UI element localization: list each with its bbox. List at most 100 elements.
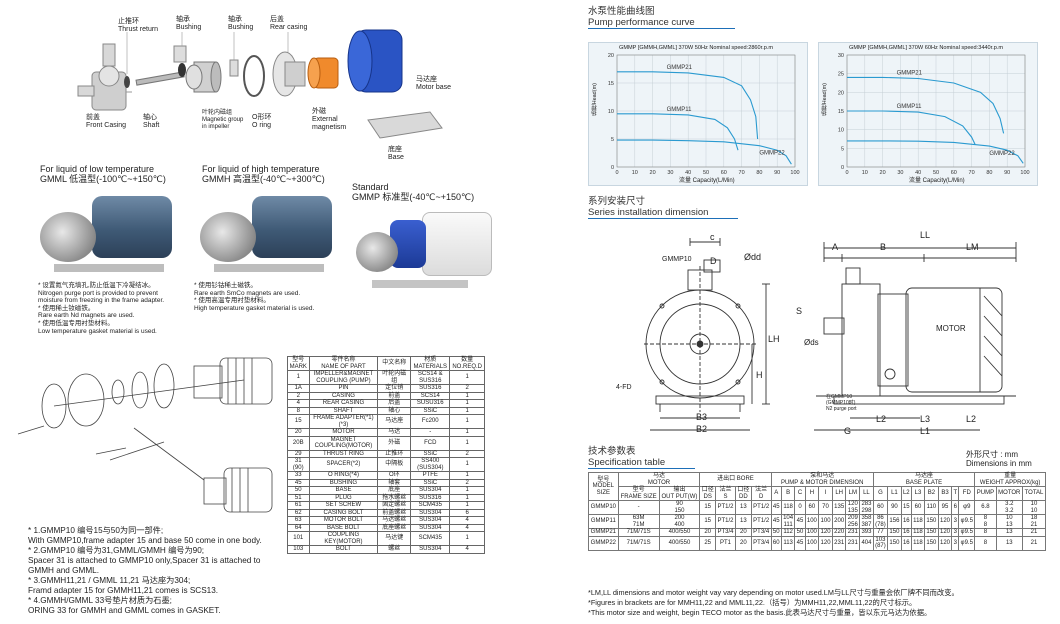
spec-cell: 135 [831, 500, 847, 515]
dim-label-ds: Øds [804, 338, 819, 347]
parts-cell-cn: 马达座 [377, 414, 412, 429]
spec-cell: 25 [699, 535, 717, 551]
parts-cell-name: COUPLING KEY(MOTOR) [308, 531, 379, 546]
spec-cell: 6.8 [974, 500, 997, 515]
parts-cell-qty: 1 [449, 428, 485, 437]
parts-cell-mark: 64 [287, 523, 310, 532]
gmml-pump-photo [36, 190, 176, 278]
series-label: GMMP11 [667, 107, 693, 113]
x-tick-label: 60 [951, 170, 957, 176]
spec-cell: 90 [887, 500, 902, 515]
gmml-notes: * 设置氮气充填孔,防止低温下冷凝结冰。Nitrogen purge port … [38, 282, 165, 335]
spec-cell: 110 [924, 500, 939, 515]
parts-cell-cn: 螺丝 [377, 545, 412, 554]
y-tick-label: 25 [838, 72, 844, 78]
spec-cell: 13 [995, 528, 1024, 537]
spec-cell: 3 [951, 535, 960, 551]
parts-cell-cn: 定位销 [377, 384, 412, 393]
spec-group-bore: 进出口 BORE [699, 472, 772, 487]
spec-cell: 50 [794, 528, 806, 537]
parts-cell-qty: 1 [449, 435, 485, 451]
parts-cell-mark: 20B [287, 435, 310, 451]
parts-cell-material: SCM435 [410, 501, 451, 510]
x-tick-label: 100 [790, 170, 799, 176]
spec-cell: 200 [831, 514, 847, 529]
spec-cell: 45 [770, 514, 782, 529]
y-tick-label: 0 [841, 165, 844, 171]
series-line-GMMP21 [617, 71, 759, 140]
y-tick-label: 10 [838, 128, 844, 134]
gmmh-notes: * 使用钐钴稀土磁铁。Rare earth SmCo magnets are u… [194, 282, 315, 312]
parts-cell-mark: 29 [287, 449, 310, 458]
spec-cell: 112 [780, 528, 796, 537]
parts-cell-mark: 33 [287, 471, 310, 480]
parts-cell-name: THRUST RING [308, 449, 379, 458]
dim-label-b: B [880, 242, 887, 252]
shaft-part [135, 71, 185, 86]
spec-col-header: A [770, 486, 782, 501]
x-tick-label: 50 [933, 170, 939, 176]
parts-cell-cn: 拖水螺丝 [377, 493, 412, 502]
spec-cell: 120 [937, 535, 953, 551]
spec-cell: 16 [900, 514, 912, 529]
parts-cell-mark: 50 [287, 486, 310, 495]
parts-cell-mark: 101 [287, 531, 310, 546]
parts-cell-cn: 后盖 [377, 399, 412, 408]
curve-60hz-title: GMMP [GMMH,GMML] 370W 60Hz Nominal speed… [849, 45, 1004, 51]
x-tick-label: 40 [915, 170, 921, 176]
parts-cell-name: PLUG [308, 493, 379, 502]
spec-cell: 220 [831, 528, 847, 537]
parts-cell-name: SPACER(*2) [308, 457, 379, 472]
parts-cell-name: SET SCREW [308, 501, 379, 510]
spec-col-header: TOTAL [1022, 486, 1046, 501]
spec-cell: 3 [951, 514, 960, 529]
parts-cell-qty: 4 [449, 545, 485, 554]
parts-cell-cn: 底座螺丝 [377, 523, 412, 532]
parts-cell-qty: 1 [449, 486, 485, 495]
spec-cell: GMMP21 [588, 528, 619, 537]
spec-cell: 13 [734, 514, 752, 529]
parts-cell-mark: 61 [287, 501, 310, 510]
spec-cell: 120 [937, 514, 953, 529]
spec-col-header: LM [845, 486, 861, 501]
parts-cell-qty: 2 [449, 449, 485, 458]
parts-cell-mark: 15 [287, 414, 310, 429]
spec-cell: 103(87) [872, 535, 889, 551]
y-tick-label: 20 [608, 53, 614, 59]
y-tick-label: 5 [611, 137, 614, 143]
front-casing-part [77, 43, 127, 111]
spec-cell: 400/550 [658, 535, 701, 551]
parts-cell-mark: 20 [287, 428, 310, 437]
spec-cell: 150 [887, 528, 902, 537]
series-label: GMMP21 [897, 70, 923, 76]
parts-cell-qty: 1 [449, 457, 485, 472]
spec-cell: 21 [1022, 535, 1046, 551]
spec-cell: 0 [794, 500, 806, 515]
dim-label-gmmp10: GMMP10 [662, 256, 692, 263]
spec-footnotes: *LM,LL dimensions and motor weight vay v… [588, 588, 959, 617]
parts-cell-name: CASING [308, 391, 379, 400]
spec-cell: 20 [699, 528, 717, 537]
parts-cell-material: SCS14 [410, 391, 451, 400]
spec-col-header: MOTOR [995, 486, 1024, 501]
spec-cell: φ9.5 [958, 528, 976, 537]
